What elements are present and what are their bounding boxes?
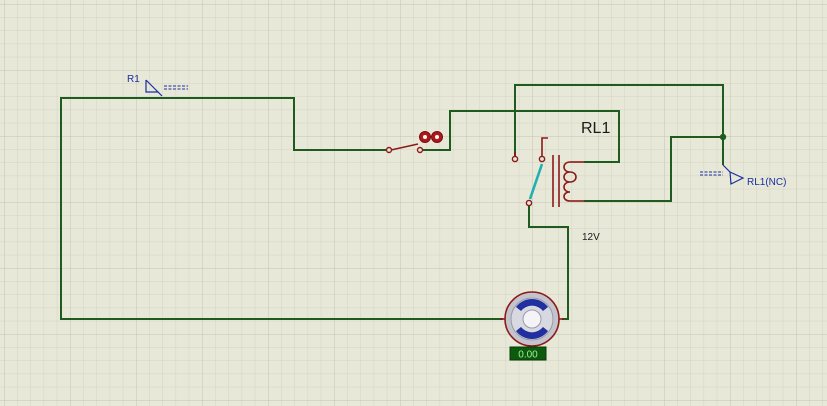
terminal-arrow-icon	[700, 164, 745, 185]
dc-motor-icon	[500, 291, 564, 347]
relay-voltage-label: 12V	[582, 232, 600, 243]
wire-main-loop[interactable]	[60, 97, 503, 320]
wire-coil-return[interactable]	[584, 136, 723, 202]
wires[interactable]	[60, 84, 724, 320]
wire-switch-to-coil[interactable]	[422, 110, 620, 163]
wire-top-rail[interactable]	[514, 84, 724, 158]
terminal-rl1-nc[interactable]: RL1(NC)	[700, 164, 786, 188]
junction-dot	[719, 133, 727, 141]
relay-coil-icon	[511, 137, 584, 207]
push-button-switch-icon	[385, 131, 443, 154]
terminal-rl1-nc-label: RL1(NC)	[747, 177, 786, 188]
terminal-r1[interactable]: R1	[127, 74, 188, 97]
motor-readout: 0.00	[518, 350, 538, 361]
relay-label: RL1	[581, 120, 610, 137]
relay-rl1[interactable]: RL1 12V	[511, 120, 610, 243]
terminal-arrow-icon	[145, 79, 188, 97]
push-button-switch[interactable]	[385, 131, 443, 154]
wire-common-to-motor[interactable]	[528, 205, 569, 320]
motor-readout-box	[509, 346, 547, 361]
dc-motor[interactable]: 0.00	[500, 291, 564, 361]
terminal-r1-label: R1	[127, 74, 140, 85]
